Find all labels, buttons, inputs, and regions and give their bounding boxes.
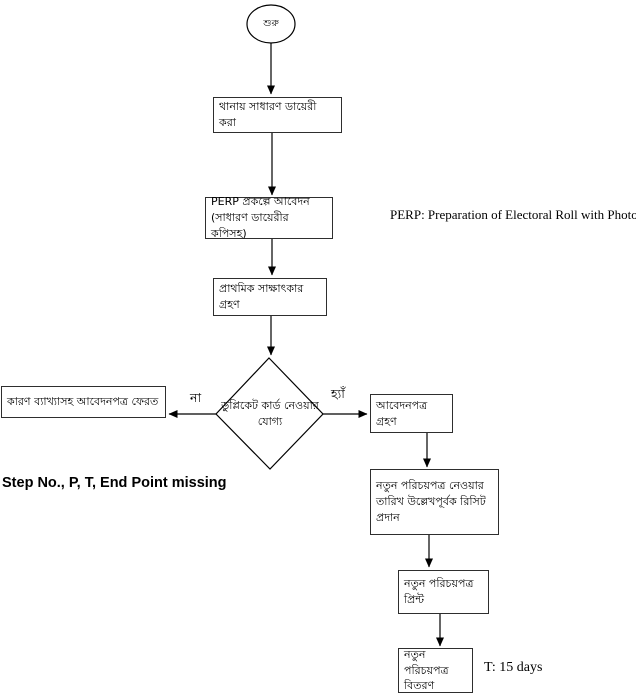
annotation-time-note: T: 15 days	[484, 660, 543, 675]
process-box-perp-application: PERP প্রকল্পে আবেদন (সাধারণ ডায়েরীর কপি…	[205, 195, 333, 240]
process-box-accept-application: আবেদনপত্র গ্রহণ	[370, 394, 453, 433]
process-box-receipt-label: নতুন পরিচয়পত্র নেওয়ার তারিখ উল্লেখপূর্…	[376, 479, 486, 524]
process-box-accept-application-label: আবেদনপত্র গ্রহণ	[376, 398, 428, 428]
process-box-perp-application-label: PERP প্রকল্পে আবেদন (সাধারণ ডায়েরীর কপি…	[211, 195, 310, 240]
process-box-distribute: নতুন পরিচয়পত্র বিতরণ	[398, 648, 473, 693]
process-box-receipt: নতুন পরিচয়পত্র নেওয়ার তারিখ উল্লেখপূর্…	[370, 469, 499, 535]
process-box-return-application: কারণ ব্যাখ্যাসহ আবেদনপত্র ফেরত	[1, 386, 166, 418]
decision-diamond-shape	[215, 357, 324, 470]
decision-node-label: ডুপ্লিকেট কার্ড নেওয়ার যোগ্য	[221, 398, 319, 429]
process-box-initial-interview: প্রাথমিক সাক্ষাৎকার গ্রহণ	[213, 278, 327, 316]
process-box-initial-interview-label: প্রাথমিক সাক্ষাৎকার গ্রহণ	[219, 282, 304, 311]
process-box-distribute-label: নতুন পরিচয়পত্র বিতরণ	[404, 647, 449, 693]
annotation-perp-definition: PERP: Preparation of Electoral Roll with…	[390, 207, 636, 222]
process-box-general-diary: থানায় সাধারণ ডায়েরী করা	[213, 97, 342, 133]
annotation-missing-note: Step No., P, T, End Point missing	[2, 475, 227, 491]
process-box-print: নতুন পরিচয়পত্র প্রিন্ট	[398, 570, 489, 614]
process-box-return-application-label: কারণ ব্যাখ্যাসহ আবেদনপত্র ফেরত	[7, 395, 159, 409]
branch-label-yes: হ্যাঁ	[331, 386, 345, 401]
process-box-print-label: নতুন পরিচয়পত্র প্রিন্ট	[404, 577, 474, 606]
branch-label-no: না	[190, 390, 202, 405]
start-node-label: শুরু	[263, 18, 279, 29]
process-box-general-diary-label: থানায় সাধারণ ডায়েরী করা	[219, 100, 317, 129]
